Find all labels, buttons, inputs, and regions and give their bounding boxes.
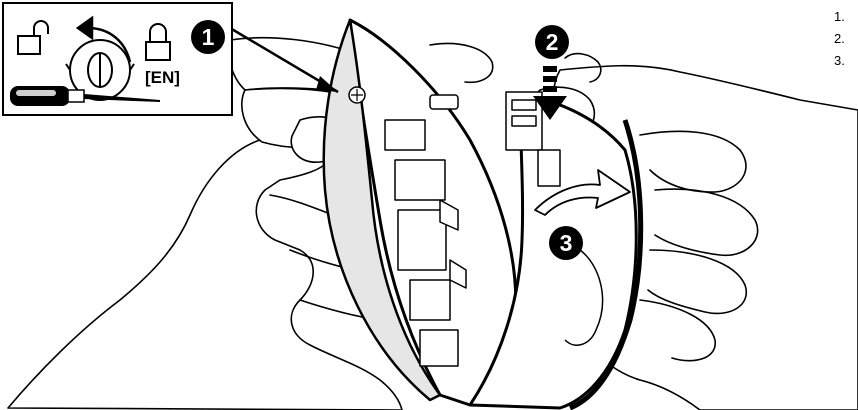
step-list-item-3: 3. xyxy=(834,50,858,72)
step-badge-3-number: 3 xyxy=(560,230,573,256)
step-badge-3: 3 xyxy=(549,226,583,260)
instruction-inset: [EN] xyxy=(3,3,232,115)
step-list-item-1: 1. xyxy=(834,6,858,28)
step-badge-1-number: 1 xyxy=(202,24,215,50)
step-badge-1: 1 xyxy=(191,20,225,54)
step-badge-2: 2 xyxy=(535,25,569,59)
lock-position-label: [EN] xyxy=(145,68,180,87)
step-list-item-2: 2. xyxy=(834,28,858,50)
step-badge-2-number: 2 xyxy=(546,29,559,55)
step-list: 1. 2. 3. xyxy=(834,6,858,72)
